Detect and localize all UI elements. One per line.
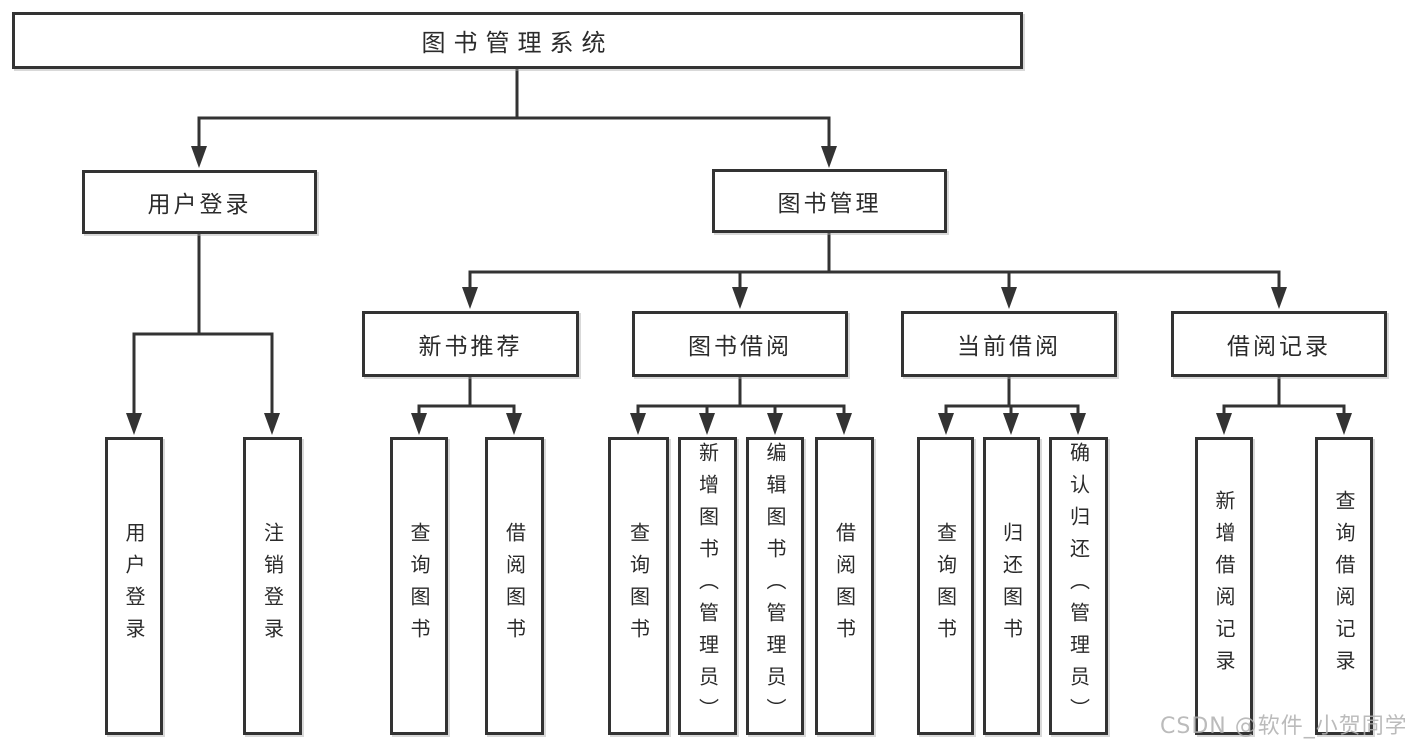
node-book-borrowing: 图书借阅 xyxy=(632,311,848,377)
csdn-watermark: CSDN @软件_小贺同学 xyxy=(1160,714,1405,739)
node-query-books-recommend-label: 查询图书 xyxy=(407,522,431,650)
node-add-borrow-record-label: 新增借阅记录 xyxy=(1212,490,1236,682)
node-borrow-books: 借阅图书 xyxy=(815,437,874,735)
node-add-book-admin-label: 新增图书（管理员） xyxy=(695,442,720,730)
node-new-book-recommend-label: 新书推荐 xyxy=(418,334,523,360)
node-book-borrowing-label: 图书借阅 xyxy=(688,334,792,360)
node-add-book-admin: 新增图书（管理员） xyxy=(678,437,737,735)
node-current-borrowing-label: 当前借阅 xyxy=(957,334,1061,360)
node-logout-label: 注销登录 xyxy=(260,522,285,650)
node-borrow-books-label: 借阅图书 xyxy=(832,522,857,650)
node-user-login-label: 用户登录 xyxy=(147,192,252,218)
node-query-books-current: 查询图书 xyxy=(917,437,974,735)
node-query-borrow-record: 查询借阅记录 xyxy=(1315,437,1373,735)
node-book-management-label: 图书管理 xyxy=(777,191,882,217)
node-edit-book-admin: 编辑图书（管理员） xyxy=(746,437,804,735)
node-current-borrowing: 当前借阅 xyxy=(901,311,1117,377)
node-return-books: 归还图书 xyxy=(983,437,1040,735)
connector-arrowheads xyxy=(126,146,1352,435)
node-borrow-books-recommend-label: 借阅图书 xyxy=(502,522,527,650)
node-query-books-current-label: 查询图书 xyxy=(933,522,958,650)
node-login-label: 用户登录 xyxy=(122,522,146,650)
node-borrow-books-recommend: 借阅图书 xyxy=(485,437,544,735)
node-confirm-return-admin-label: 确认归还（管理员） xyxy=(1066,442,1091,730)
node-login: 用户登录 xyxy=(105,437,163,735)
node-add-borrow-record: 新增借阅记录 xyxy=(1195,437,1253,735)
node-query-books-recommend: 查询图书 xyxy=(390,437,448,735)
node-new-book-recommend: 新书推荐 xyxy=(362,311,579,377)
node-query-books-borrow-label: 查询图书 xyxy=(626,522,651,650)
node-book-management: 图书管理 xyxy=(712,169,947,233)
node-confirm-return-admin: 确认归还（管理员） xyxy=(1049,437,1108,735)
node-library-system: 图书管理系统 xyxy=(12,12,1023,69)
node-borrowing-records-label: 借阅记录 xyxy=(1227,334,1331,360)
node-logout: 注销登录 xyxy=(243,437,302,735)
node-query-borrow-record-label: 查询借阅记录 xyxy=(1332,490,1356,682)
node-borrowing-records: 借阅记录 xyxy=(1171,311,1387,377)
node-query-books-borrow: 查询图书 xyxy=(608,437,669,735)
node-edit-book-admin-label: 编辑图书（管理员） xyxy=(763,442,787,730)
node-return-books-label: 归还图书 xyxy=(999,522,1024,650)
node-user-login: 用户登录 xyxy=(82,170,317,234)
node-library-system-label: 图书管理系统 xyxy=(421,29,614,57)
